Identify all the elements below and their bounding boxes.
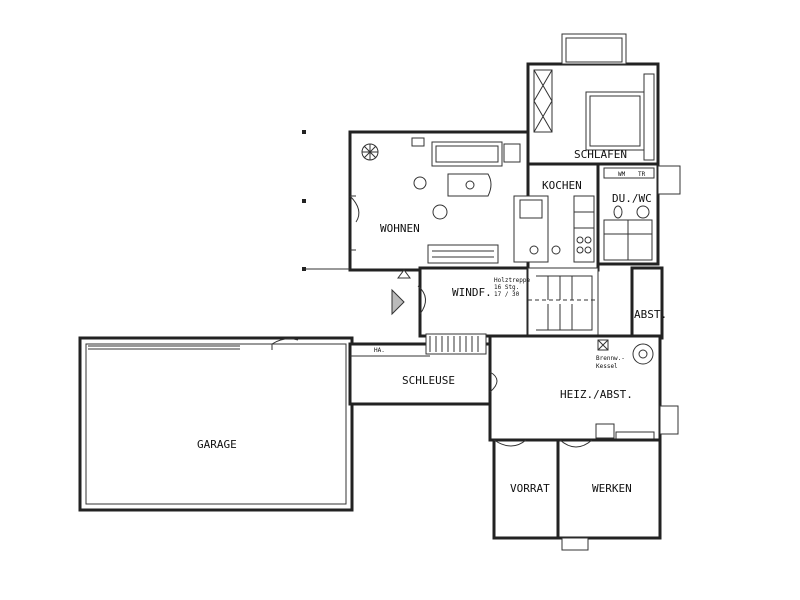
- wohnen-label: WOHNEN: [380, 222, 420, 235]
- kochen-room: KOCHEN: [513, 162, 600, 272]
- door-swing: [417, 285, 426, 315]
- staircase: Holztreppe 16 Stg. 17 / 30: [494, 267, 599, 337]
- terrace-marker: [302, 267, 306, 271]
- entrance-arrow-icon: [391, 288, 405, 316]
- kochen-label: KOCHEN: [542, 179, 582, 192]
- abst-small-room: ABST.: [630, 266, 667, 340]
- schleuse-label: SCHLEUSE: [402, 374, 455, 387]
- holztreppe-note-3: 17 / 30: [494, 291, 520, 298]
- tr-label: TR: [638, 171, 646, 178]
- garage-door: [271, 338, 299, 350]
- wm-label: WM: [618, 171, 626, 178]
- du-wc-label: DU./WC: [612, 192, 652, 205]
- door-swing: [493, 439, 527, 447]
- terrace-marker: [302, 199, 306, 203]
- vorrat-room: VORRAT: [492, 438, 560, 540]
- garage-room: GARAGE: [78, 336, 354, 512]
- heiz-abst-room: Brennw.- Kessel HEIZ./ABST.: [488, 334, 679, 442]
- werken-label: WERKEN: [592, 482, 632, 495]
- garage-label: GARAGE: [197, 438, 237, 451]
- door-swing: [349, 195, 360, 223]
- brennw-note-1: Brennw.-: [596, 355, 625, 362]
- brennw-note-2: Kessel: [596, 363, 618, 370]
- holztreppe-note-1: Holztreppe: [494, 277, 531, 284]
- wohnen-room: WOHNEN: [348, 130, 532, 272]
- door-swing: [489, 371, 498, 393]
- ha-label: HA.: [374, 347, 385, 354]
- schlafen-room: SCHLAFEN: [526, 33, 660, 166]
- schleuse-room: HA. SCHLEUSE: [348, 342, 492, 406]
- werken-room: WERKEN: [556, 438, 662, 551]
- windf-label: WINDF.: [452, 286, 492, 299]
- heiz-abst-label: HEIZ./ABST.: [560, 388, 633, 401]
- windfang-room: WINDF.: [418, 266, 530, 355]
- terrace-marker: [302, 130, 306, 134]
- entrance-marker-icon: [397, 269, 411, 279]
- du-wc-room: WM TR DU./WC: [596, 162, 681, 266]
- abst-small-label: ABST.: [634, 308, 667, 321]
- holztreppe-note-2: 16 Stg.: [494, 284, 519, 291]
- schlafen-label: SCHLAFEN: [574, 148, 627, 161]
- vorrat-label: VORRAT: [510, 482, 550, 495]
- door-swing: [559, 439, 593, 448]
